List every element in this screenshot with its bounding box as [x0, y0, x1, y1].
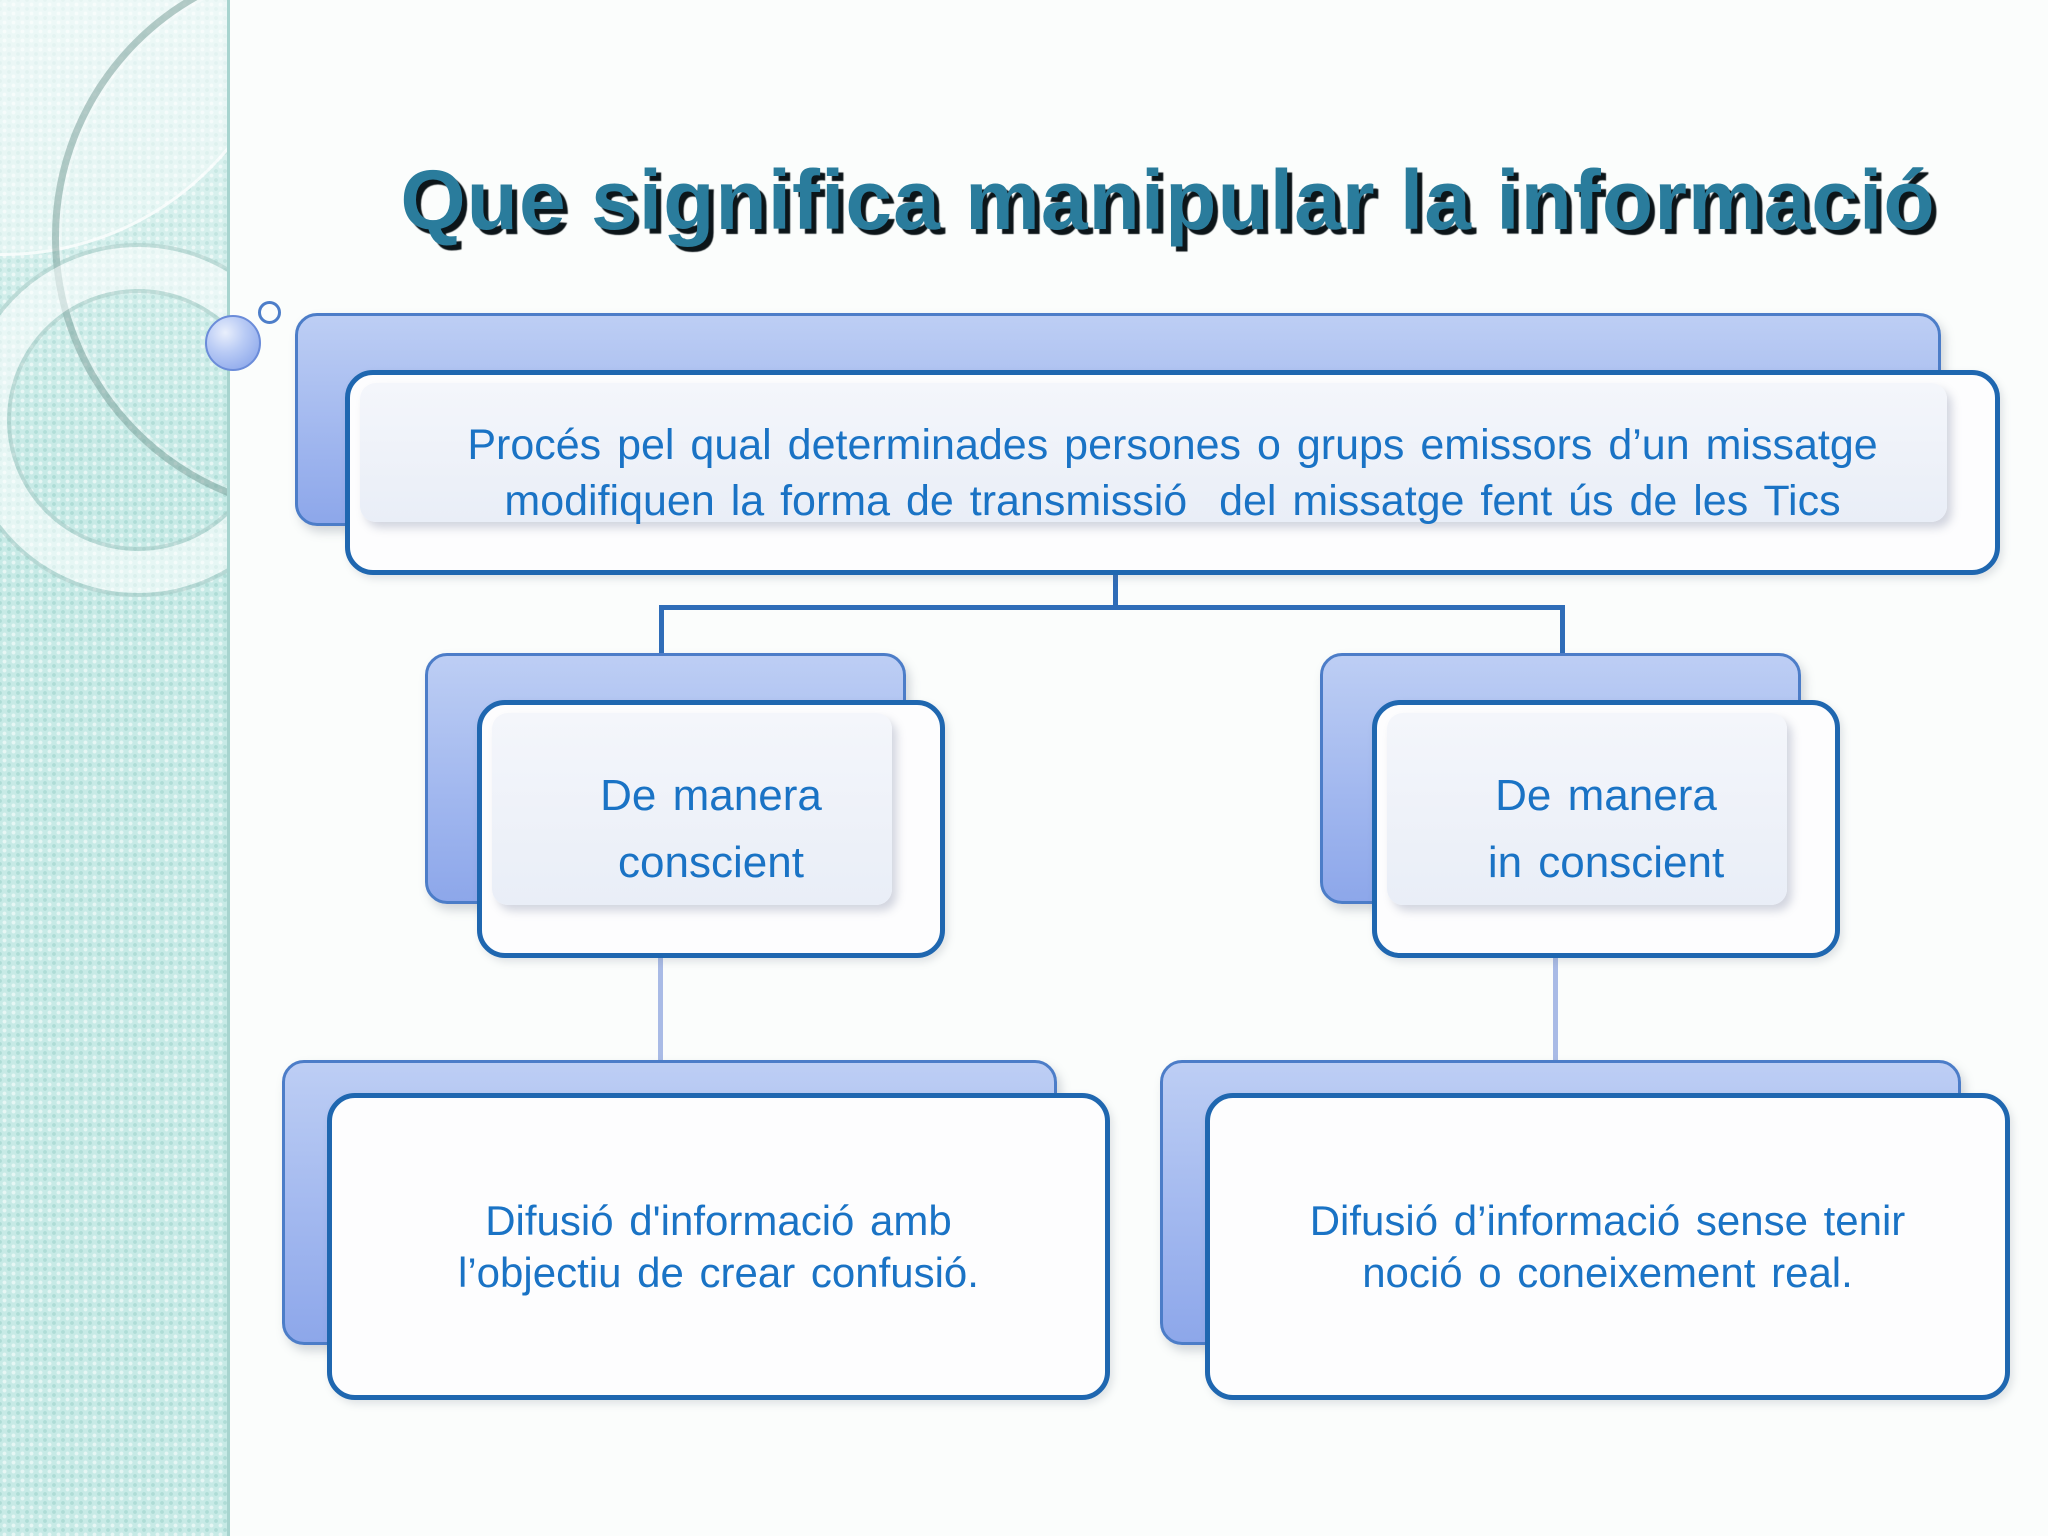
root-node-text-line2: modifiquen la forma de transmissió del m…	[504, 476, 1841, 525]
blue-sphere-decoration	[205, 315, 261, 371]
right-desc-text: Difusió d’informació sense tenir noció o…	[1310, 1195, 1906, 1299]
left-branch-node: De manera conscient	[477, 700, 945, 958]
connector-drop-right	[1560, 605, 1565, 659]
right-desc-text-line1: Difusió d’informació sense tenir	[1309, 1196, 1906, 1244]
connector-horizontal	[659, 605, 1565, 610]
root-node: Procés pel qual determinades persones o …	[345, 370, 2000, 575]
left-branch-inner-panel	[492, 713, 892, 905]
connector-drop-left	[659, 605, 664, 659]
root-node-inner-panel	[360, 383, 1947, 522]
left-branch-label-line1: De manera	[600, 771, 822, 820]
connector-right-lower	[1553, 946, 1558, 1064]
left-branch-label-line2: conscient	[618, 838, 804, 887]
left-desc-text-line1: Difusió d'informació amb	[485, 1196, 952, 1244]
right-branch-label-line2: in conscient	[1487, 838, 1725, 887]
right-branch-inner-panel	[1387, 713, 1787, 905]
right-desc-text-line2: noció o coneixement real.	[1362, 1248, 1853, 1296]
right-branch-label: De manera in conscient	[1488, 762, 1724, 896]
slide-title: Que significa manipular la informació	[400, 153, 1936, 248]
left-desc-node: Difusió d'informació amb l’objectiu de c…	[327, 1093, 1110, 1400]
root-node-text-line1: Procés pel qual determinades persones o …	[467, 420, 1878, 469]
right-branch-node: De manera in conscient	[1372, 700, 1840, 958]
right-desc-node: Difusió d’informació sense tenir noció o…	[1205, 1093, 2010, 1400]
left-branch-label: De manera conscient	[600, 762, 822, 896]
connector-left-lower	[658, 946, 663, 1064]
root-node-text: Procés pel qual determinades persones o …	[467, 417, 1877, 529]
thick-ring-decoration	[0, 243, 227, 597]
connector-root-stub	[1113, 561, 1118, 609]
left-desc-text-line2: l’objectiu de crear confusió.	[458, 1248, 979, 1296]
right-branch-label-line1: De manera	[1495, 771, 1717, 820]
sidebar-decoration	[0, 0, 230, 1536]
left-desc-text: Difusió d'informació amb l’objectiu de c…	[458, 1195, 979, 1299]
small-circle-decoration	[258, 301, 281, 324]
